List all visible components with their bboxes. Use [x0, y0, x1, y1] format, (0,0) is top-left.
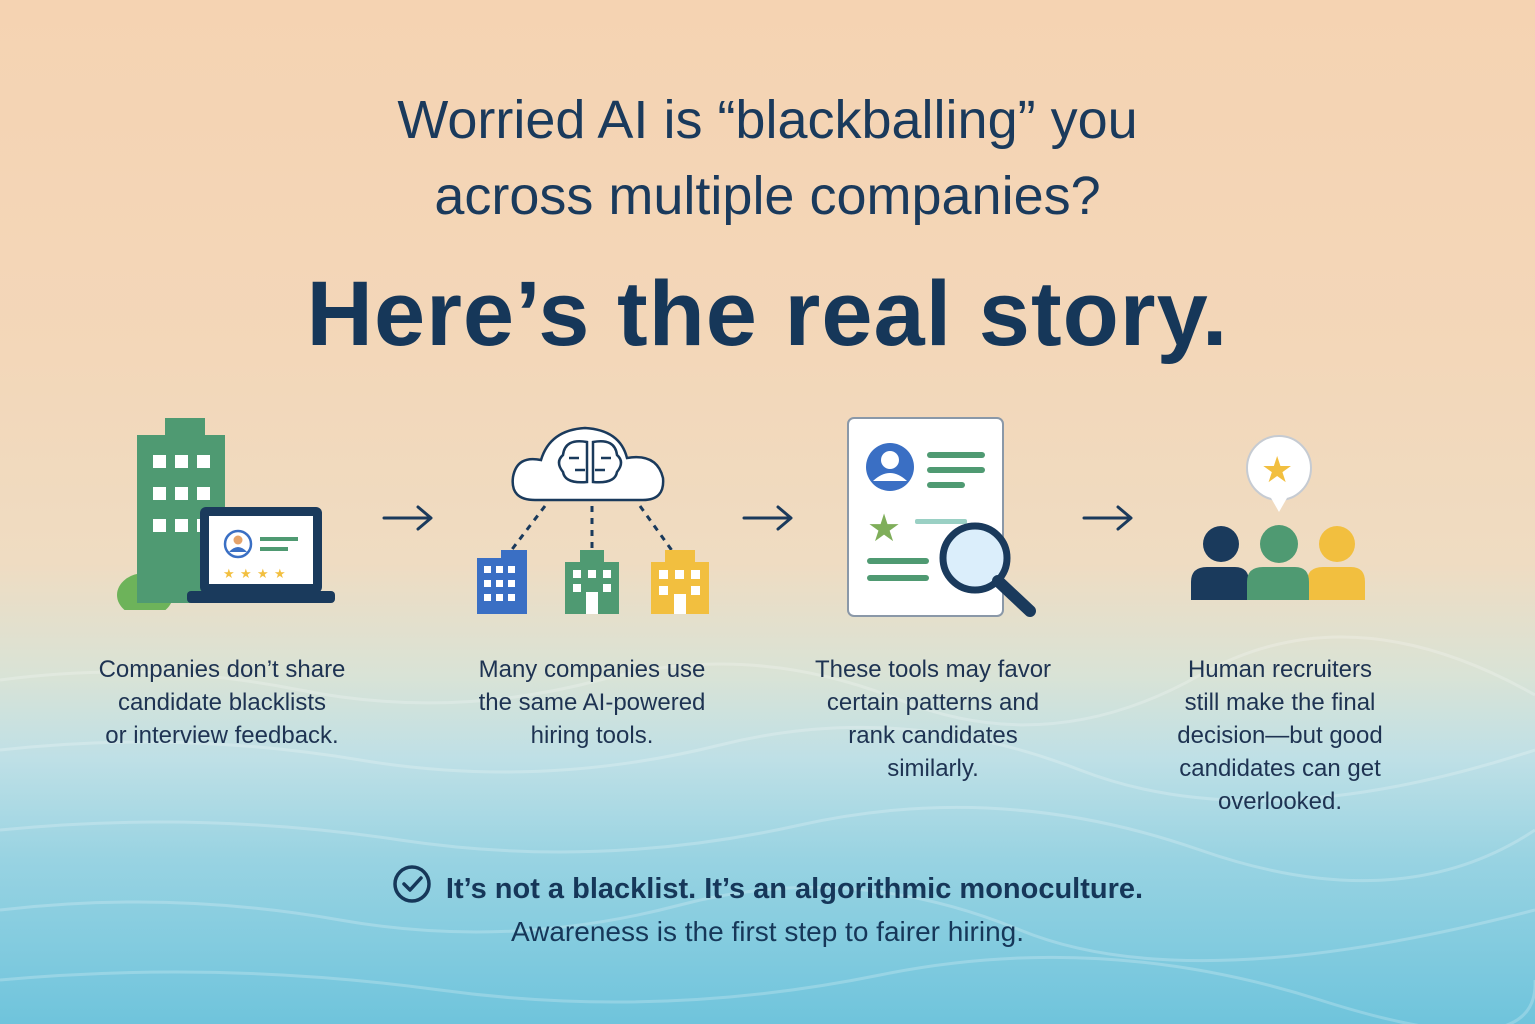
step-4-caption: Human recruiters still make the final de…	[1177, 656, 1383, 815]
tagline-text: It’s not a blacklist. It’s an algorithmi…	[445, 873, 1144, 905]
title-line-2: across multiple companies?	[434, 166, 1101, 226]
svg-text:★: ★	[1261, 450, 1293, 491]
sub-tagline: Awareness is the first step to fairer hi…	[510, 916, 1025, 947]
headline: Here’s the real story.	[306, 263, 1229, 365]
svg-text:★: ★	[867, 506, 901, 550]
resume-magnifier-icon: ★	[847, 417, 1036, 617]
svg-text:★: ★	[274, 567, 286, 582]
arrow-right-icon	[742, 505, 793, 531]
ai-cloud-brain-icon	[477, 426, 709, 614]
step-2-caption: Many companies use the same AI-powered h…	[478, 656, 706, 749]
title-line-1: Worried AI is “blackballing” you	[397, 90, 1138, 150]
arrow-right-icon	[1082, 505, 1133, 531]
tagline: It’s not a blacklist. It’s an algorithmi…	[0, 864, 1535, 906]
step-3-caption: These tools may favor certain patterns a…	[814, 656, 1052, 782]
recruiters-star-icon: ★	[1191, 435, 1365, 600]
office-building-laptop-icon: ★ ★ ★ ★	[117, 418, 335, 610]
svg-text:★: ★	[240, 567, 252, 582]
svg-text:★: ★	[257, 567, 269, 582]
check-circle-icon	[393, 865, 431, 903]
svg-text:★: ★	[223, 567, 235, 582]
step-1-caption: Companies don’t share candidate blacklis…	[98, 656, 346, 749]
arrow-right-icon	[382, 505, 433, 531]
